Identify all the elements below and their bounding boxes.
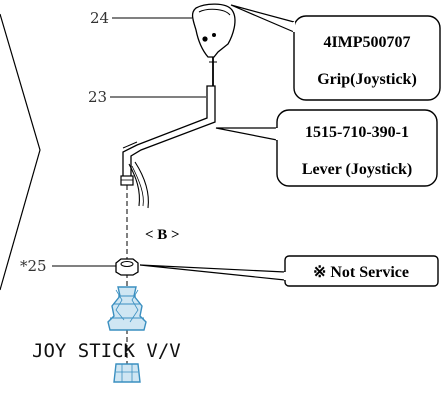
part-number-23: 23 — [88, 88, 107, 106]
detail-b-label: < B > — [145, 227, 180, 243]
lever-part — [120, 85, 216, 209]
lever-name: Lever (Joystick) — [302, 161, 412, 178]
grip-name: Grip(Joystick) — [317, 71, 417, 88]
part-number-25: *25 — [20, 257, 47, 275]
grip-part-no: 4IMP500707 — [323, 34, 410, 51]
callout-grip: 4IMP500707 Grip(Joystick) — [230, 4, 441, 101]
joystick-valve-label: JOY STICK V/V — [32, 340, 181, 362]
left-bracket — [0, 13, 41, 291]
callout-lever: 1515-710-390-1 Lever (Joystick) — [215, 109, 438, 187]
grip-part — [191, 3, 236, 86]
joystick-valve — [107, 286, 147, 383]
part-number-24: 24 — [90, 9, 109, 27]
callout-nut: ※ Not Service — [139, 255, 439, 287]
nut-part — [115, 258, 139, 276]
lever-part-no: 1515-710-390-1 — [305, 124, 409, 141]
not-service-note: ※ Not Service — [313, 264, 409, 281]
